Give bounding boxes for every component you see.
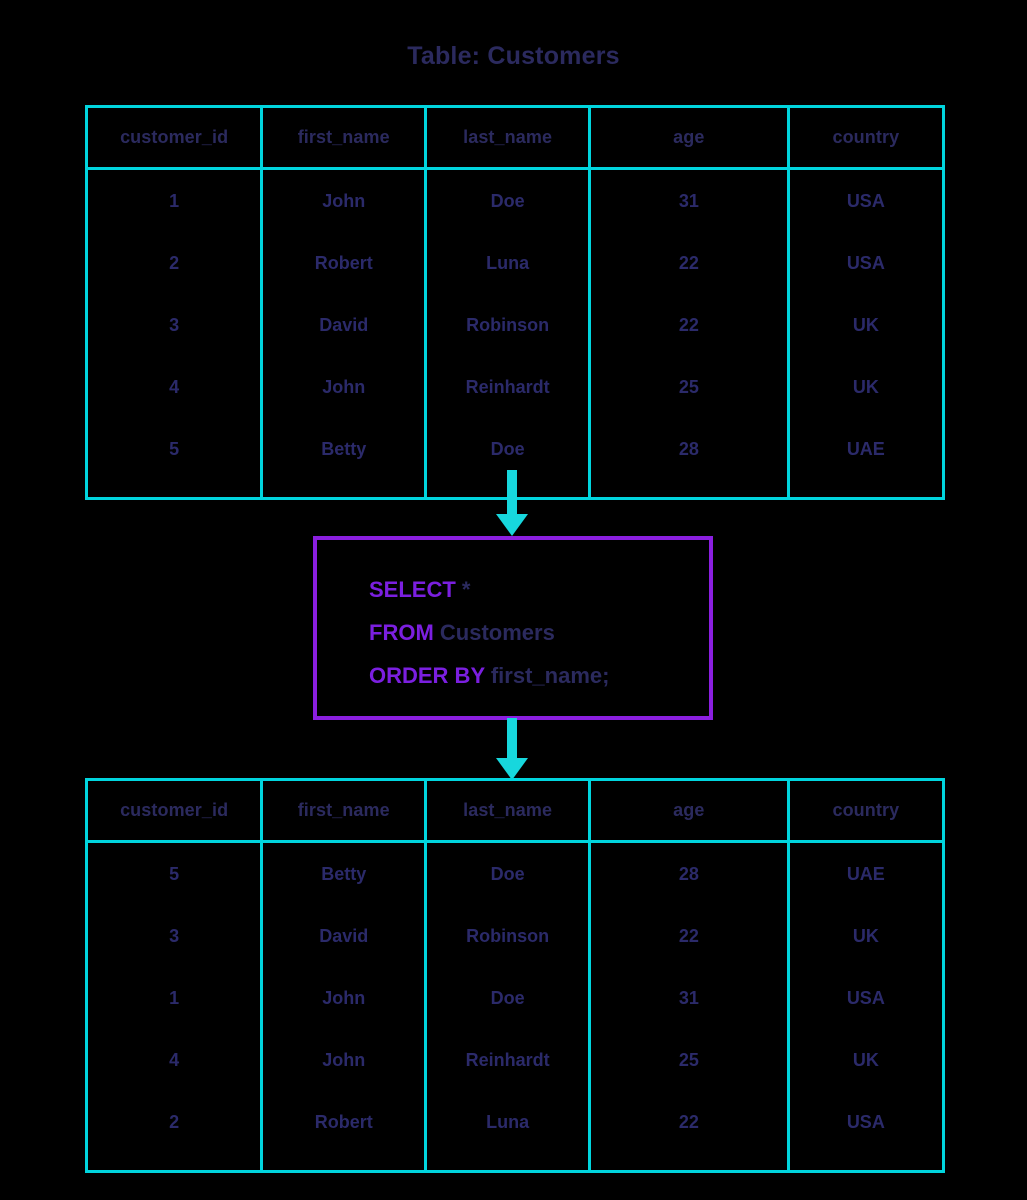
input-header-age: age <box>589 108 790 170</box>
output-header-row: customer_id first_name last_name age cou… <box>88 781 942 843</box>
table-row: 1 John Doe 31 USA <box>88 168 942 232</box>
input-header-last-name: last_name <box>425 108 592 170</box>
cell-age: 28 <box>589 841 790 905</box>
sql-operand-star: * <box>461 577 471 602</box>
table-row: 3 David Robinson 22 UK <box>88 905 942 967</box>
output-header-customer-id: customer_id <box>88 781 264 843</box>
cell-age: 31 <box>589 967 790 1029</box>
cell-last-name: Reinhardt <box>425 356 592 418</box>
sql-operand-table: Customers <box>439 620 555 645</box>
output-table-head: customer_id first_name last_name age cou… <box>88 781 942 843</box>
cell-first-name: Robert <box>261 1091 428 1170</box>
cell-first-name: John <box>261 1029 428 1091</box>
cell-country: UK <box>788 356 942 418</box>
output-table: customer_id first_name last_name age cou… <box>85 778 945 1173</box>
table-row: 5 Betty Doe 28 UAE <box>88 418 942 497</box>
cell-age: 28 <box>589 418 790 497</box>
cell-country: USA <box>788 1091 942 1170</box>
input-table-body: 1 John Doe 31 USA 2 Robert Luna 22 USA 3… <box>88 168 942 497</box>
cell-country: USA <box>788 967 942 1029</box>
cell-customer-id: 2 <box>88 1091 264 1170</box>
arrow-head <box>496 758 528 780</box>
cell-age: 22 <box>589 1091 790 1170</box>
cell-first-name: Betty <box>261 418 428 497</box>
cell-first-name: David <box>261 905 428 967</box>
cell-customer-id: 5 <box>88 418 264 497</box>
arrow-shaft <box>507 470 517 516</box>
cell-last-name: Luna <box>425 232 592 294</box>
cell-last-name: Luna <box>425 1091 592 1170</box>
cell-customer-id: 1 <box>88 168 264 232</box>
cell-first-name: John <box>261 967 428 1029</box>
table-row: 4 John Reinhardt 25 UK <box>88 356 942 418</box>
table-row: 2 Robert Luna 22 USA <box>88 232 942 294</box>
cell-country: UK <box>788 1029 942 1091</box>
cell-last-name: Robinson <box>425 294 592 356</box>
cell-country: UAE <box>788 418 942 497</box>
cell-customer-id: 2 <box>88 232 264 294</box>
cell-customer-id: 1 <box>88 967 264 1029</box>
sql-operand-column: first_name; <box>490 663 610 688</box>
output-header-age: age <box>589 781 790 843</box>
arrow-down-to-query-icon <box>496 470 528 536</box>
cell-age: 22 <box>589 294 790 356</box>
cell-last-name: Doe <box>425 967 592 1029</box>
cell-last-name: Reinhardt <box>425 1029 592 1091</box>
arrow-shaft <box>507 718 517 760</box>
sql-line-order-by: ORDER BY first_name; <box>369 654 609 697</box>
input-header-country: country <box>788 108 942 170</box>
cell-country: UK <box>788 294 942 356</box>
input-header-first-name: first_name <box>261 108 428 170</box>
cell-customer-id: 5 <box>88 841 264 905</box>
cell-last-name: Robinson <box>425 905 592 967</box>
cell-age: 31 <box>589 168 790 232</box>
cell-country: USA <box>788 168 942 232</box>
arrow-head <box>496 514 528 536</box>
table-row: 5 Betty Doe 28 UAE <box>88 841 942 905</box>
cell-first-name: John <box>261 356 428 418</box>
sql-query-box: SELECT * FROM Customers ORDER BY first_n… <box>313 536 713 720</box>
table-row: 4 John Reinhardt 25 UK <box>88 1029 942 1091</box>
output-header-first-name: first_name <box>261 781 428 843</box>
table-row: 3 David Robinson 22 UK <box>88 294 942 356</box>
sql-keyword-select: SELECT <box>369 577 456 602</box>
input-table-grid: customer_id first_name last_name age cou… <box>88 108 942 497</box>
cell-first-name: Betty <box>261 841 428 905</box>
cell-first-name: Robert <box>261 232 428 294</box>
page-title: Table: Customers <box>407 42 620 70</box>
output-table-body: 5 Betty Doe 28 UAE 3 David Robinson 22 U… <box>88 841 942 1170</box>
table-row: 1 John Doe 31 USA <box>88 967 942 1029</box>
cell-age: 22 <box>589 232 790 294</box>
output-table-grid: customer_id first_name last_name age cou… <box>88 781 942 1170</box>
cell-customer-id: 3 <box>88 905 264 967</box>
sql-line-from: FROM Customers <box>369 611 609 654</box>
cell-age: 25 <box>589 1029 790 1091</box>
cell-last-name: Doe <box>425 841 592 905</box>
cell-customer-id: 4 <box>88 1029 264 1091</box>
input-header-row: customer_id first_name last_name age cou… <box>88 108 942 170</box>
cell-customer-id: 4 <box>88 356 264 418</box>
cell-last-name: Doe <box>425 168 592 232</box>
arrow-down-to-result-icon <box>496 718 528 780</box>
table-row: 2 Robert Luna 22 USA <box>88 1091 942 1170</box>
sql-keyword-order-by: ORDER BY <box>369 663 485 688</box>
sql-query-text: SELECT * FROM Customers ORDER BY first_n… <box>369 568 609 697</box>
cell-customer-id: 3 <box>88 294 264 356</box>
cell-age: 22 <box>589 905 790 967</box>
cell-first-name: John <box>261 168 428 232</box>
output-header-last-name: last_name <box>425 781 592 843</box>
sql-keyword-from: FROM <box>369 620 434 645</box>
cell-first-name: David <box>261 294 428 356</box>
input-table: customer_id first_name last_name age cou… <box>85 105 945 500</box>
cell-country: UK <box>788 905 942 967</box>
cell-country: UAE <box>788 841 942 905</box>
cell-country: USA <box>788 232 942 294</box>
input-table-head: customer_id first_name last_name age cou… <box>88 108 942 170</box>
output-header-country: country <box>788 781 942 843</box>
input-header-customer-id: customer_id <box>88 108 264 170</box>
cell-age: 25 <box>589 356 790 418</box>
sql-line-select: SELECT * <box>369 568 609 611</box>
